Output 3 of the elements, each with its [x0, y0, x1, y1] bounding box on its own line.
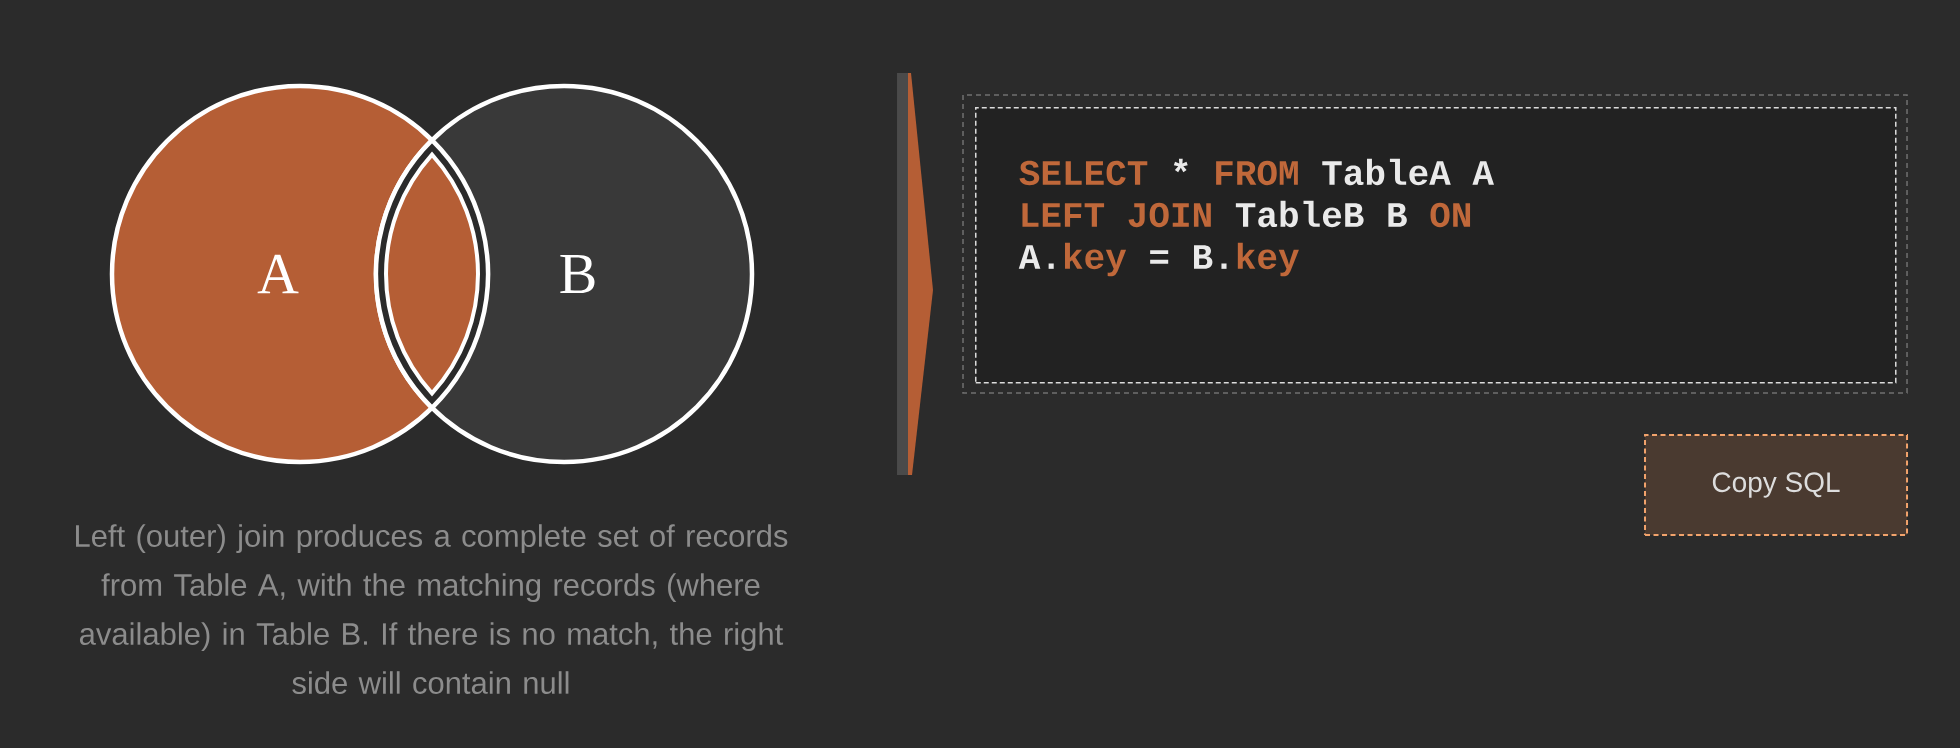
copy-button: Copy SQL [1644, 434, 1908, 536]
description-text: Left (outer) join produces a complete set of records from Table A, with the matching records (where available) in Table B. If there is no match, the right side will contain null [76, 524, 788, 694]
code-block: SELECT * FROM TableA A LEFT JOIN TableB B ON A.key = B.key [962, 94, 1908, 394]
